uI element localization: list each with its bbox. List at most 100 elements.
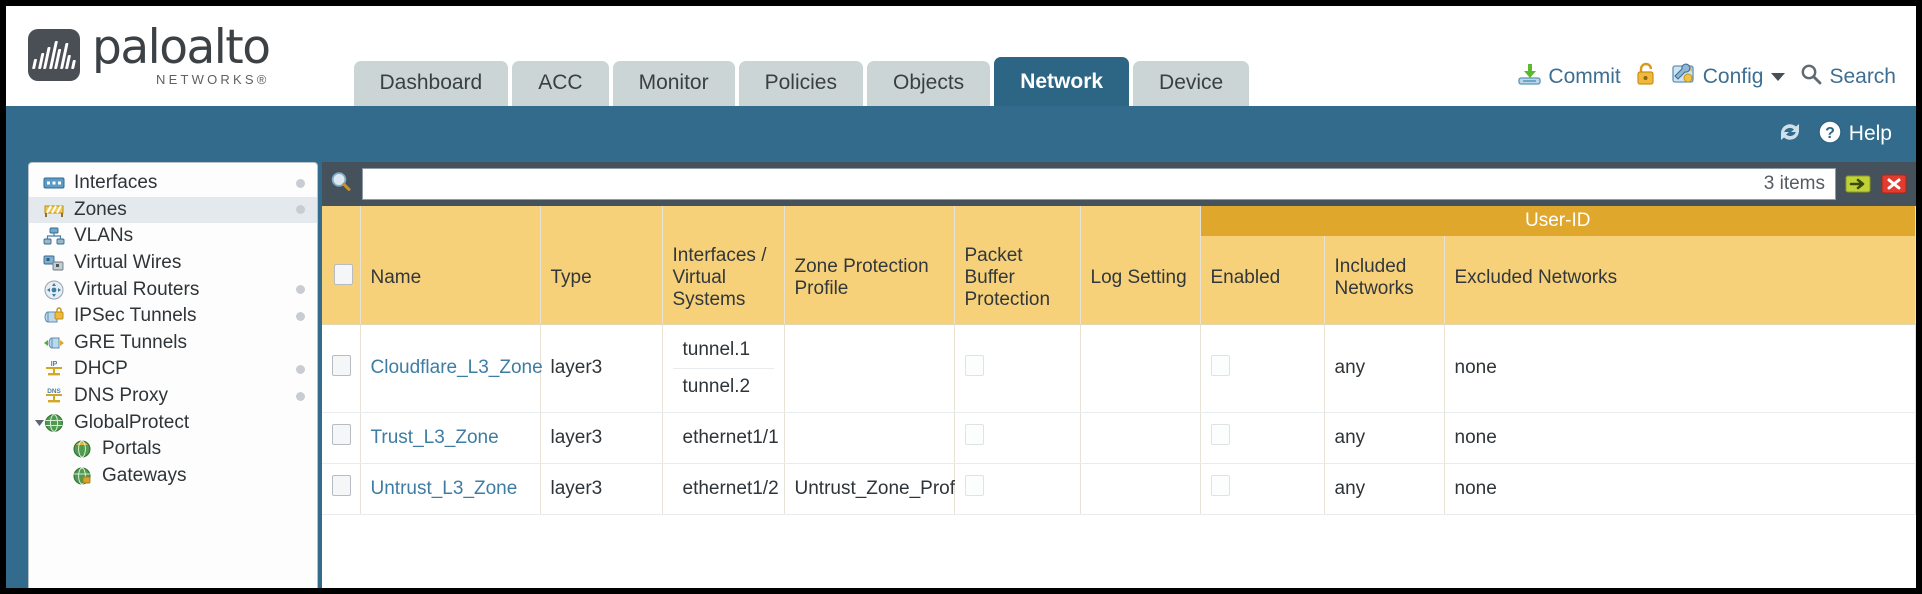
- sidebar-item-gre-tunnels[interactable]: GRE Tunnels: [29, 330, 317, 357]
- column-header-interfaces[interactable]: Interfaces / Virtual Systems: [662, 236, 785, 325]
- cell-enabled: [1200, 463, 1325, 515]
- sidebar-item-dns-proxy[interactable]: DNS DNS Proxy: [29, 383, 317, 410]
- enabled-checkbox[interactable]: [1210, 475, 1230, 496]
- zone-link[interactable]: Untrust_L3_Zone: [370, 477, 518, 499]
- refresh-icon[interactable]: [1775, 118, 1805, 151]
- help-label: Help: [1848, 122, 1892, 145]
- column-header-name[interactable]: Name: [360, 236, 541, 325]
- svg-text:IP: IP: [51, 361, 58, 368]
- group-spacer: [662, 206, 785, 236]
- clear-filter-button[interactable]: [1880, 170, 1908, 198]
- group-spacer: [322, 206, 361, 236]
- packet-buffer-checkbox[interactable]: [964, 475, 984, 496]
- config-label: Config: [1702, 64, 1764, 88]
- sidebar-label-virtual-routers: Virtual Routers: [74, 278, 200, 300]
- group-header-user-id: User-ID: [1200, 206, 1916, 236]
- svg-text:?: ?: [1825, 125, 1835, 142]
- column-header-packet-buffer[interactable]: Packet Buffer Protection: [954, 236, 1081, 325]
- zones-table: User-ID Name Type Interfaces / Virtual S…: [322, 206, 1916, 515]
- apply-filter-button[interactable]: [1844, 170, 1872, 198]
- packet-buffer-checkbox[interactable]: [964, 424, 984, 445]
- table-row[interactable]: Trust_L3_Zone layer3 ethernet1/1: [322, 412, 1916, 464]
- sidebar-label-zones: Zones: [74, 198, 127, 220]
- select-all-checkbox[interactable]: [334, 264, 353, 286]
- sidebar-item-interfaces[interactable]: Interfaces: [29, 170, 317, 197]
- paloalto-logo-icon: [28, 29, 80, 81]
- cell-included-networks: any: [1324, 463, 1445, 515]
- sidebar-dot: [296, 285, 305, 295]
- sidebar-dot: [296, 205, 305, 215]
- tab-monitor[interactable]: Monitor: [612, 61, 735, 106]
- column-header-type[interactable]: Type: [540, 236, 663, 325]
- zone-link[interactable]: Cloudflare_L3_Zone: [370, 357, 543, 378]
- svg-text:DNS: DNS: [47, 388, 61, 395]
- row-select-cell: [322, 463, 361, 515]
- sidebar-item-gateways[interactable]: Gateways: [29, 463, 317, 490]
- tab-device[interactable]: Device: [1133, 61, 1250, 106]
- vlans-icon: [41, 227, 67, 245]
- lock-button[interactable]: [1635, 61, 1657, 92]
- cell-name: Cloudflare_L3_Zone: [360, 324, 543, 413]
- tab-policies[interactable]: Policies: [738, 61, 863, 106]
- group-spacer: [540, 206, 663, 236]
- column-header-included-networks[interactable]: Included Networks: [1324, 236, 1445, 325]
- tree-expander-icon[interactable]: [32, 416, 46, 430]
- gateways-icon: [69, 466, 95, 486]
- cell-packet-buffer: [954, 324, 1081, 413]
- zone-link[interactable]: Trust_L3_Zone: [370, 426, 499, 448]
- commit-label: Commit: [1548, 64, 1621, 88]
- column-header-excluded-networks[interactable]: Excluded Networks: [1444, 236, 1916, 325]
- search-button[interactable]: Search: [1799, 62, 1896, 91]
- row-checkbox[interactable]: [332, 475, 351, 496]
- packet-buffer-checkbox[interactable]: [964, 354, 984, 376]
- search-magnifier-icon[interactable]: [328, 169, 354, 200]
- sidebar-label-interfaces: Interfaces: [74, 172, 158, 194]
- cell-enabled: [1200, 324, 1325, 413]
- config-dropdown[interactable]: Config: [1671, 61, 1786, 92]
- cell-included-networks: any: [1324, 412, 1445, 464]
- column-header-log-setting[interactable]: Log Setting: [1080, 236, 1201, 325]
- sidebar-item-ipsec-tunnels[interactable]: IPSec Tunnels: [29, 303, 317, 330]
- sidebar-item-dhcp[interactable]: IP DHCP: [29, 356, 317, 383]
- sidebar-item-zones[interactable]: Zones: [29, 196, 317, 224]
- sidebar-label-virtual-wires: Virtual Wires: [74, 252, 182, 274]
- column-header-enabled[interactable]: Enabled: [1200, 236, 1325, 325]
- cell-excluded-networks: none: [1444, 463, 1916, 515]
- sidebar-item-virtual-routers[interactable]: Virtual Routers: [29, 276, 317, 303]
- table-row[interactable]: Untrust_L3_Zone layer3 ethernet1/2 Untru…: [322, 463, 1916, 515]
- tab-acc[interactable]: ACC: [512, 61, 609, 106]
- search-input-box[interactable]: 3 items: [362, 168, 1836, 200]
- commit-button[interactable]: Commit: [1516, 61, 1621, 92]
- tab-objects[interactable]: Objects: [866, 61, 991, 106]
- table-group-header-row: User-ID: [322, 206, 1916, 236]
- group-spacer: [360, 206, 541, 236]
- cell-type: layer3: [540, 412, 663, 464]
- search-input[interactable]: [373, 173, 1756, 195]
- commit-download-icon: [1516, 61, 1542, 92]
- sidebar-label-globalprotect: GlobalProtect: [74, 411, 190, 433]
- sidebar-dot: [296, 364, 305, 374]
- column-header-zone-protection[interactable]: Zone Protection Profile: [784, 236, 955, 325]
- enabled-checkbox[interactable]: [1210, 424, 1230, 445]
- magnifier-icon: [1799, 62, 1823, 91]
- virtual-wires-icon: [41, 254, 67, 272]
- enabled-checkbox[interactable]: [1210, 354, 1230, 376]
- top-actions: Commit: [1516, 61, 1916, 106]
- sidebar-item-vlans[interactable]: VLANs: [29, 223, 317, 250]
- table-row[interactable]: Cloudflare_L3_Zone layer3 tunnel.1 tunne…: [322, 324, 1916, 413]
- sidebar-item-globalprotect[interactable]: GlobalProtect: [29, 409, 317, 436]
- sidebar-item-virtual-wires[interactable]: Virtual Wires: [29, 250, 317, 277]
- interface-entry: tunnel.2: [682, 375, 751, 397]
- table-search-bar: 3 items: [322, 162, 1916, 206]
- tab-dashboard[interactable]: Dashboard: [353, 61, 509, 106]
- row-checkbox[interactable]: [332, 354, 351, 376]
- sidebar-item-portals[interactable]: Portals: [29, 436, 317, 463]
- row-checkbox[interactable]: [332, 424, 351, 445]
- tab-network[interactable]: Network: [994, 57, 1130, 106]
- items-count-label: 3 items: [1763, 173, 1825, 194]
- padlock-icon: [1635, 61, 1657, 92]
- interface-entry: ethernet1/2: [682, 477, 779, 499]
- help-link[interactable]: ? Help: [1817, 119, 1892, 150]
- cell-excluded-networks: none: [1444, 324, 1916, 413]
